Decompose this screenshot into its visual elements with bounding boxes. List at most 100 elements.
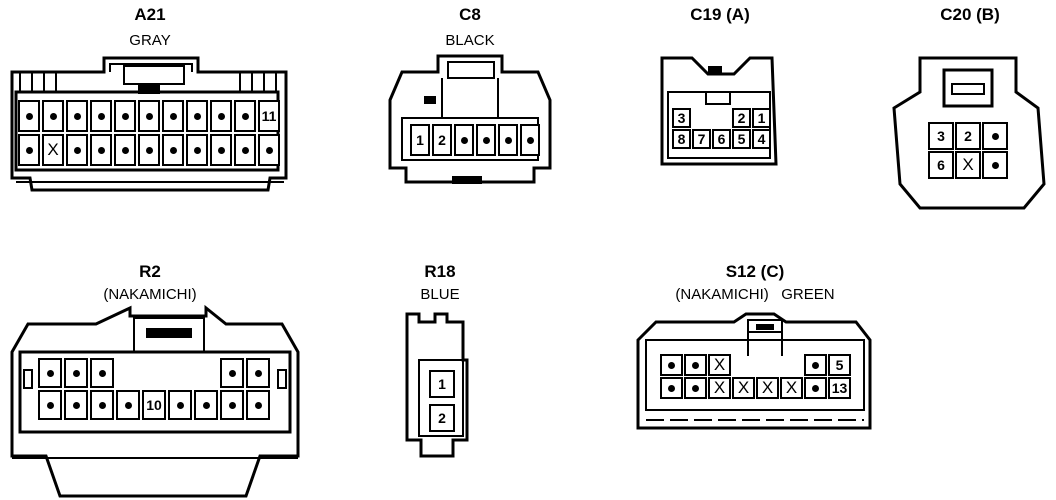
connector-color-label: GRAY — [129, 32, 171, 49]
pin-cavity — [90, 100, 112, 132]
pin-cavity — [246, 358, 270, 388]
pin-dot — [46, 401, 54, 409]
pin-unused-mark: X — [785, 378, 798, 397]
pin-unused-mark: X — [761, 378, 774, 397]
pin-number: 2 — [737, 110, 746, 126]
pin-dot — [265, 146, 273, 154]
pin-dot — [254, 401, 262, 409]
pin-cavity: 6 — [928, 151, 954, 179]
pin-cavity — [138, 134, 160, 166]
pin-cavity: 1 — [410, 124, 430, 156]
pin-cavity — [804, 377, 827, 399]
pin-cavity — [64, 390, 88, 420]
pin-cavity — [476, 124, 496, 156]
pin-cavity — [258, 134, 280, 166]
pin-unused-mark: X — [47, 140, 59, 159]
pin-cavity — [234, 100, 256, 132]
pin-dot — [98, 401, 106, 409]
pin-cavity — [90, 134, 112, 166]
pin-number: 3 — [937, 128, 945, 144]
pin-unused-mark: X — [713, 355, 726, 374]
pin-cavity: X — [732, 377, 755, 399]
pin-cavity — [38, 390, 62, 420]
pin-dot — [812, 361, 819, 369]
pin-number: 4 — [757, 131, 766, 147]
pin-dot — [692, 384, 699, 392]
pin-cavity — [498, 124, 518, 156]
pin-cavity: 1 — [752, 108, 771, 128]
pin-cavity — [186, 100, 208, 132]
pin-dot — [169, 146, 177, 154]
pin-dot — [217, 112, 225, 120]
pin-dot — [73, 112, 81, 120]
pin-cavity — [168, 390, 192, 420]
pin-cavity: 5 — [732, 129, 751, 149]
pin-cavity — [186, 134, 208, 166]
pin-number: 2 — [438, 410, 446, 426]
pin-dot — [812, 384, 819, 392]
pin-cavity — [684, 377, 707, 399]
pin-cavity — [138, 100, 160, 132]
pin-cavity: 2 — [429, 404, 455, 432]
pin-cavity — [18, 100, 40, 132]
pin-cavity — [194, 390, 218, 420]
pin-cavity: 4 — [752, 129, 771, 149]
pin-cavity — [162, 134, 184, 166]
pin-number: 1 — [757, 110, 766, 126]
pin-cavity — [162, 100, 184, 132]
pin-dot — [98, 369, 106, 377]
pin-cavity: 2 — [955, 122, 981, 150]
connector-housing-outline — [660, 56, 778, 166]
pin-dot — [193, 112, 201, 120]
pin-cavity: X — [756, 377, 779, 399]
connector-color-label: BLACK — [445, 32, 495, 49]
pin-cavity: 8 — [672, 129, 691, 149]
connector-color-label: (NAKAMICHI) — [103, 286, 197, 303]
connector-code: C20 (B) — [940, 5, 1000, 24]
pin-number: 10 — [146, 397, 162, 413]
pin-cavity — [804, 354, 827, 376]
pin-cavity — [18, 134, 40, 166]
pin-cavity — [660, 354, 683, 376]
pin-dot — [121, 112, 129, 120]
pin-cavity — [982, 151, 1008, 179]
connector-code: A21 — [134, 5, 166, 24]
pin-dot — [504, 136, 512, 144]
pin-dot — [121, 146, 129, 154]
pin-dot — [228, 369, 236, 377]
pin-number: 6 — [937, 157, 945, 173]
pin-dot — [217, 146, 225, 154]
pin-dot — [193, 146, 201, 154]
connector-color-label: BLUE — [420, 286, 460, 303]
pin-cavity: X — [42, 134, 64, 166]
pin-dot — [72, 401, 80, 409]
pin-cavity — [116, 390, 140, 420]
pin-number: 2 — [964, 128, 972, 144]
pin-number: 8 — [677, 131, 686, 147]
pin-cavity: 3 — [672, 108, 691, 128]
pin-cavity: X — [708, 354, 731, 376]
pin-cavity: X — [780, 377, 803, 399]
pin-unused-mark: X — [713, 378, 726, 397]
pin-cavity: 5 — [828, 354, 851, 376]
pin-cavity — [246, 390, 270, 420]
pin-cavity: 13 — [828, 377, 851, 399]
pin-cavity — [982, 122, 1008, 150]
pin-cavity — [66, 134, 88, 166]
pin-cavity — [114, 134, 136, 166]
pin-unused-mark: X — [962, 155, 974, 174]
pin-cavity — [90, 390, 114, 420]
pin-number: 2 — [438, 132, 446, 148]
pin-dot — [991, 161, 999, 169]
pin-cavity — [210, 134, 232, 166]
pin-dot — [145, 146, 153, 154]
pin-number: 5 — [737, 131, 746, 147]
pin-dot — [49, 112, 57, 120]
pin-cavity — [38, 358, 62, 388]
pin-number: 11 — [261, 108, 277, 124]
connector-code: R2 — [139, 262, 161, 281]
connector-code: C8 — [459, 5, 481, 24]
